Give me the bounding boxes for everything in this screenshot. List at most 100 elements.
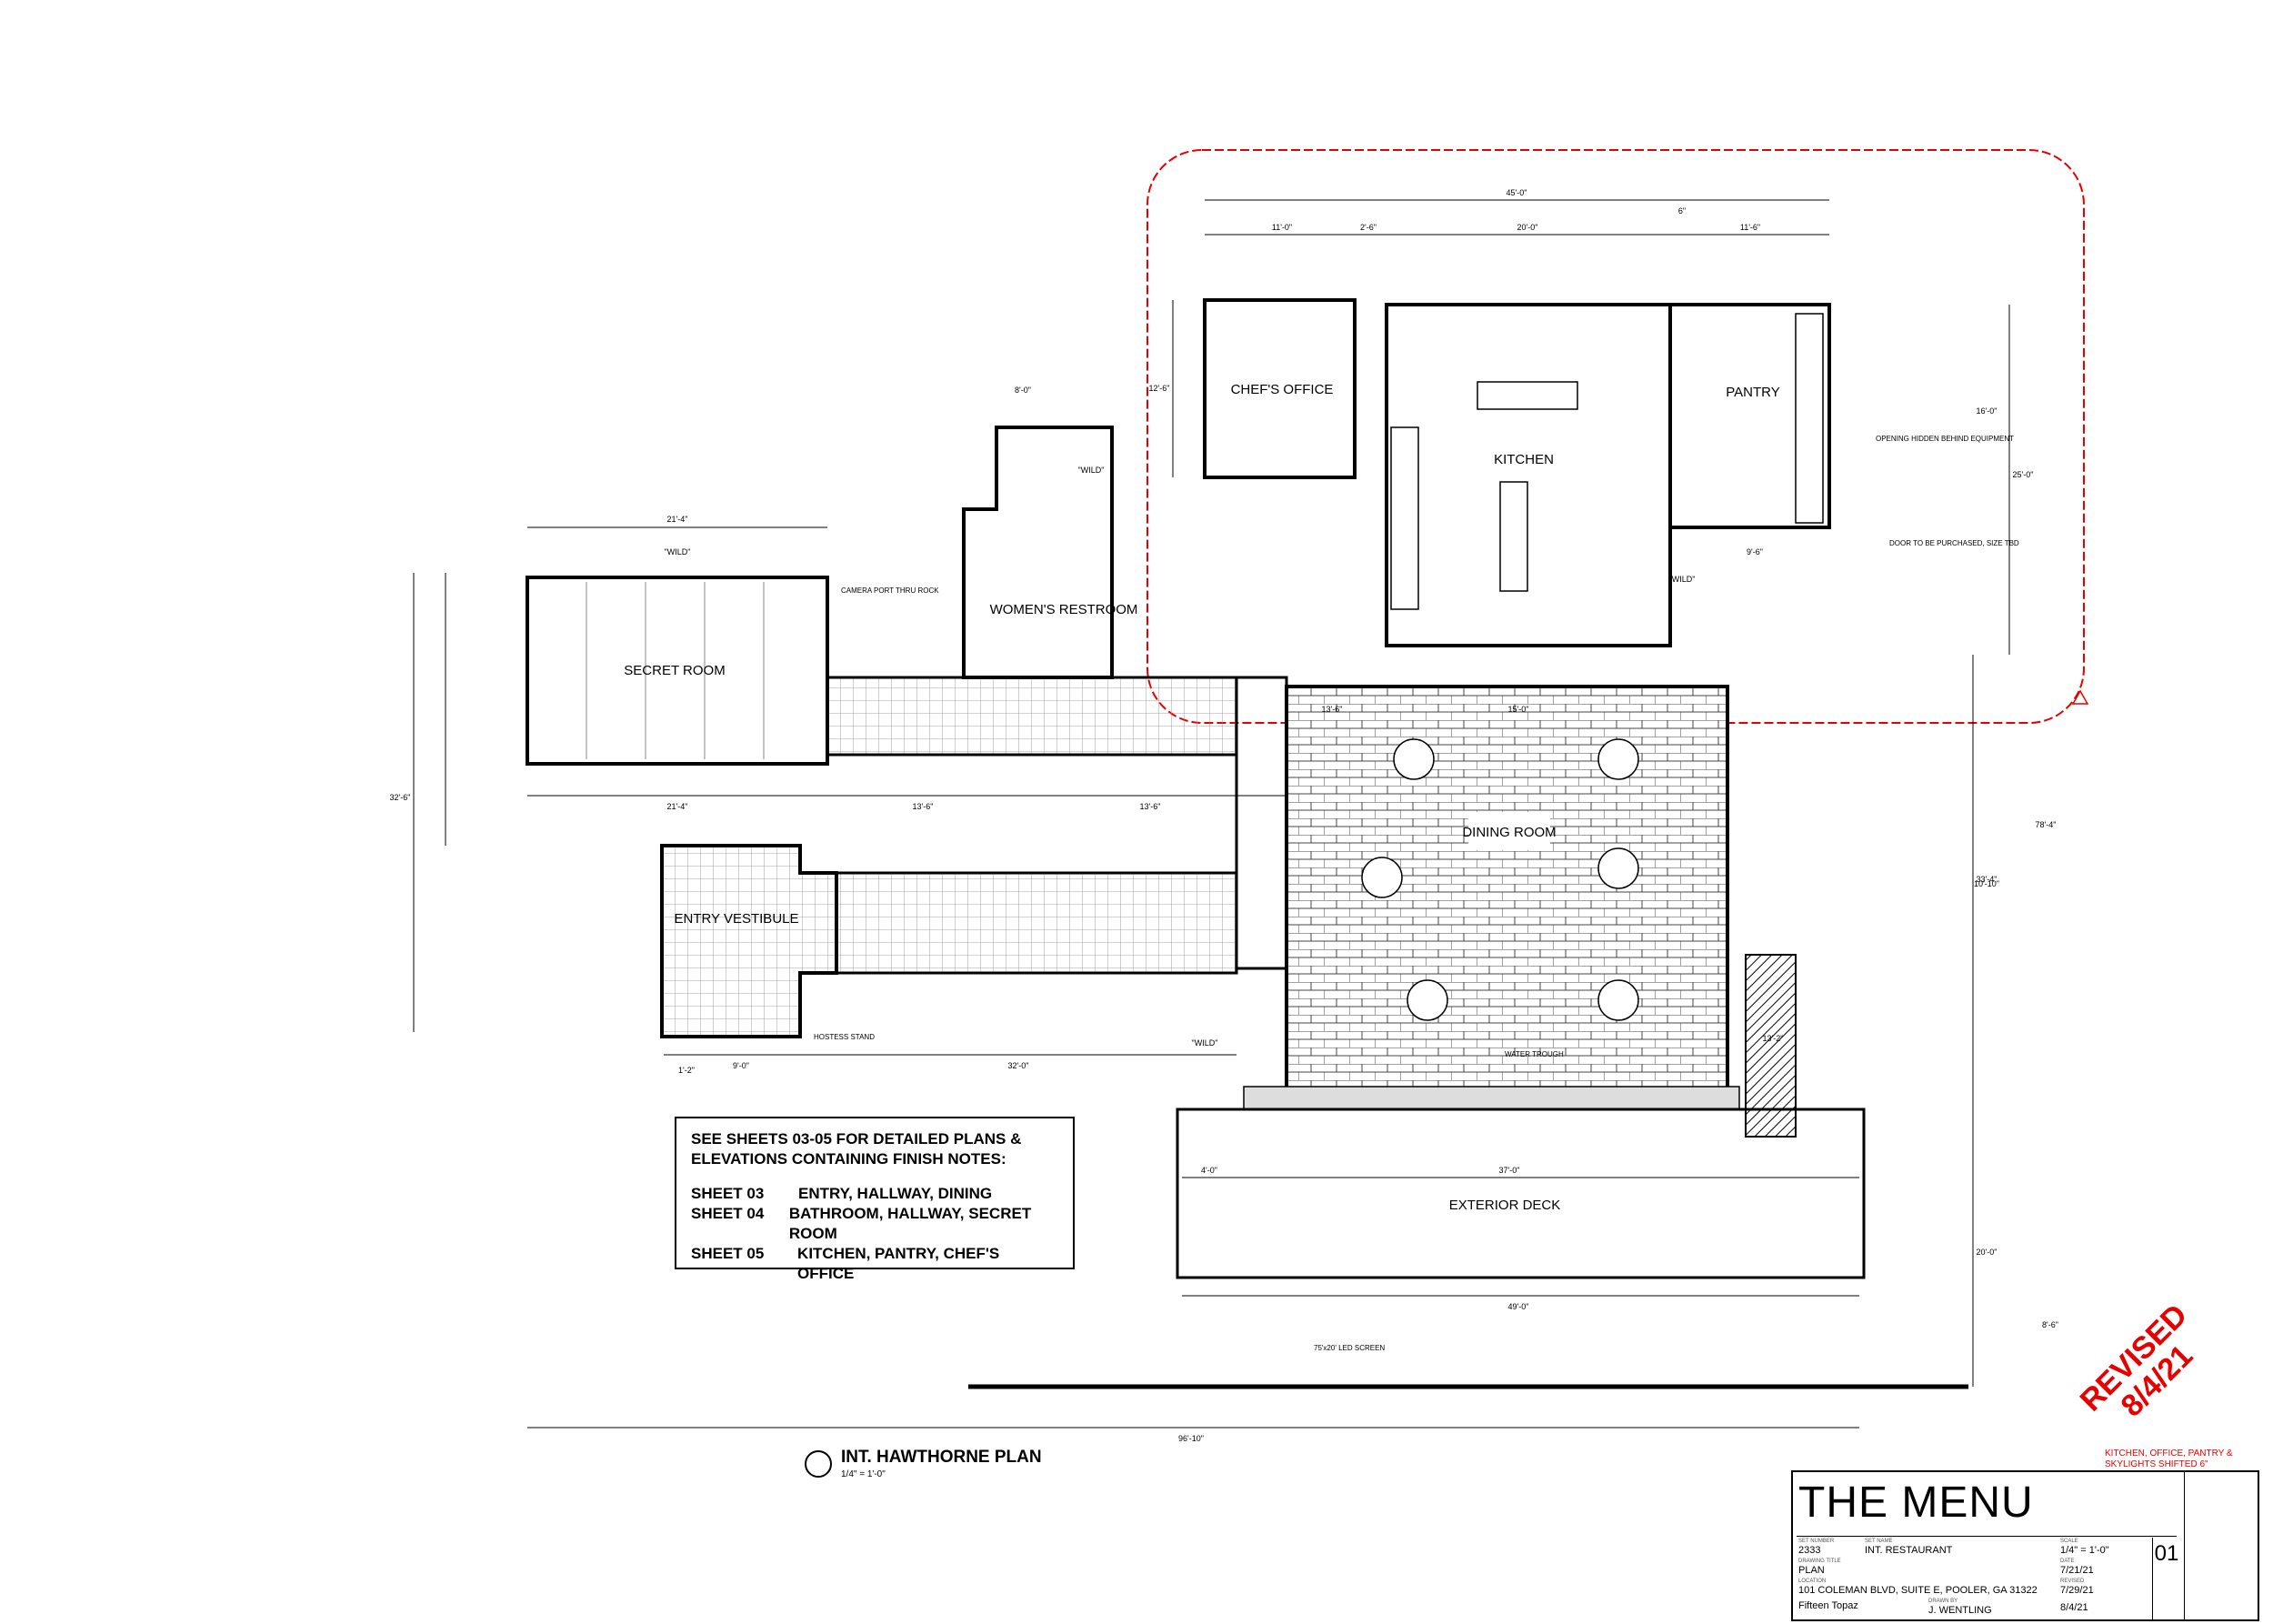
sheet-number: SHEET 04 [691,1205,765,1222]
secret-room-walls [526,576,829,766]
dining-table [1597,738,1639,780]
dim-11ft6: 11'-6" [1740,223,1760,232]
dining-table [1393,738,1435,780]
sheet-note-row: SHEET 05 KITCHEN, PANTRY, CHEF'S OFFICE [691,1244,1058,1284]
kitchen-walls [1385,303,1672,647]
door-note: DOOR TO BE PURCHASED, SIZE TBD [1889,539,2019,547]
title-block-grid: SET NUMBER 2333 SET NAME INT. RESTAURANT… [1797,1536,2177,1620]
dim-21ft4-top: 21'-4" [667,515,688,524]
dim-13ft6-dining: 13'-6" [1322,705,1343,714]
tb-label: SCALE [2060,1539,2078,1544]
kitchen-range [1477,381,1578,410]
kitchen-counter [1390,426,1419,610]
sheet-number-value: 01 [2154,1541,2179,1566]
kitchen-island [1499,481,1528,592]
dim-45ft: 45'-0" [1507,188,1527,197]
dim-13ft2: 13'-2" [1763,1034,1784,1043]
wild-label-secret-top: "WILD" [665,547,691,556]
revision-triangle-icon [2071,689,2089,705]
dining-room-label: DINING ROOM [1462,825,1556,840]
dim-10ft10: 10'-10" [1974,879,1999,888]
tb-value: J. WENTLING [1928,1605,1992,1616]
sheet-description: BATHROOM, HALLWAY, SECRET ROOM [788,1205,1032,1242]
tb-drawn: DRAWN BY J. WENTLING [1928,1599,1992,1616]
sheet-notes: SEE SHEETS 03-05 FOR DETAILED PLANS & EL… [675,1117,1075,1282]
camera-port-note: CAMERA PORT THRU ROCK [841,586,939,595]
entry-vestibule-walls [660,844,838,1038]
dim-13ft6: 13'-6" [1140,802,1161,811]
chefs-office-walls [1203,298,1357,479]
sheet-note-row: SHEET 04 BATHROOM, HALLWAY, SECRET ROOM [691,1204,1058,1244]
plan-title-scale: 1/4" = 1'-0" [841,1469,886,1479]
dim-20ft-deck: 20'-0" [1977,1248,1998,1257]
tb-value: 2333 [1798,1545,1821,1556]
chefs-office-label: CHEF'S OFFICE [1231,382,1334,397]
tb-label: LOCATION [1798,1579,1827,1584]
sheet-description: ENTRY, HALLWAY, DINING [798,1185,993,1202]
dim-21ft4-bottom: 21'-4" [667,802,688,811]
tb-value: 8/4/21 [2060,1602,2088,1613]
wild-label-kitchen: "WILD" [1669,575,1696,584]
dim-32ft6: 32'-6" [390,793,411,802]
tb-value: INT. RESTAURANT [1865,1545,1953,1556]
secret-room-label: SECRET ROOM [624,663,725,678]
dim-12ft6: 12'-6" [1149,384,1170,393]
wild-label-hall: "WILD" [1192,1038,1218,1048]
plan-title-marker [805,1450,832,1478]
pantry-label: PANTRY [1726,385,1779,400]
dining-table [1407,979,1448,1021]
tb-label: DRAWING TITLE [1798,1559,1841,1564]
dining-table [1597,847,1639,889]
dim-78ft4: 78'-4" [2036,820,2057,829]
dim-16ft: 16'-0" [1977,406,1998,416]
led-screen-note: 75'x20' LED SCREEN [1314,1344,1385,1352]
womens-restroom-label-text: WOMEN'S RESTROOM [990,602,1138,617]
dining-table [1597,979,1639,1021]
plan-title: INT. HAWTHORNE PLAN 1/4" = 1'-0" [841,1448,1042,1479]
hostess-stand-note: HOSTESS STAND [814,1033,875,1041]
tb-value: 7/29/21 [2060,1585,2094,1596]
dim-25ft: 25'-0" [2013,470,2034,479]
title-block: THE MENU SET NUMBER 2333 SET NAME INT. R… [1791,1470,2259,1621]
tb-revised2: 8/4/21 [2060,1602,2088,1613]
kitchen-label: KITCHEN [1494,452,1554,467]
dim-11ft: 11'-0" [1272,223,1292,232]
tb-set-number: SET NUMBER 2333 [1798,1539,1834,1556]
dim-1ft2: 1'-2" [678,1066,695,1075]
dim-49ft: 49'-0" [1508,1302,1529,1311]
revision-note: KITCHEN, OFFICE, PANTRY & SKYLIGHTS SHIF… [2105,1449,2233,1469]
dim-9ft6: 9'-6" [1747,547,1763,556]
tb-value: 101 COLEMAN BLVD, SUITE E, POOLER, GA 31… [1798,1585,2038,1596]
womens-restroom-label: WOMEN'S RESTROOM [990,602,1138,617]
tb-company: Fifteen Topaz [1798,1600,1858,1611]
dim-8ft: 8'-0" [1015,386,1031,395]
dim-6in: 6" [1678,206,1686,216]
tb-revised: REVISED 7/29/21 [2060,1579,2094,1596]
tb-sheet-number: 01 [2152,1538,2180,1619]
plan-title-name: INT. HAWTHORNE PLAN [841,1448,1042,1467]
entry-vestibule-label: ENTRY VESTIBULE [675,911,799,927]
sheet-note-row: SHEET 03 ENTRY, HALLWAY, DINING [691,1184,1058,1204]
wild-label-restroom: "WILD" [1078,466,1105,475]
tb-label: DRAWN BY [1928,1599,1958,1604]
tb-value: 7/21/21 [2060,1565,2094,1576]
dining-room-floor [1285,685,1729,1102]
sheet-number: SHEET 03 [691,1185,765,1202]
exterior-deck [1176,1108,1866,1279]
upper-hallway [826,676,1238,757]
water-trough [1243,1086,1740,1110]
tb-label: DATE [2060,1559,2075,1564]
water-trough-note: WATER TROUGH [1505,1050,1564,1058]
connector-hallway [1235,676,1288,970]
tb-stamp-column [2184,1472,2260,1621]
pantry-shelving [1795,313,1824,524]
dim-32ft: 32'-0" [1008,1061,1029,1070]
dim-96ft10: 96'-10" [1178,1434,1204,1443]
dim-8ft6: 8'-6" [2042,1320,2058,1329]
hatched-wall [1745,954,1797,1138]
opening-note: OPENING HIDDEN BEHIND EQUIPMENT [1876,435,2014,443]
title-block-title: THE MENU [1798,1479,2034,1527]
tb-label: SET NAME [1865,1539,1893,1544]
dim-20ft: 20'-0" [1517,223,1538,232]
dim-9ft: 9'-0" [733,1061,749,1070]
